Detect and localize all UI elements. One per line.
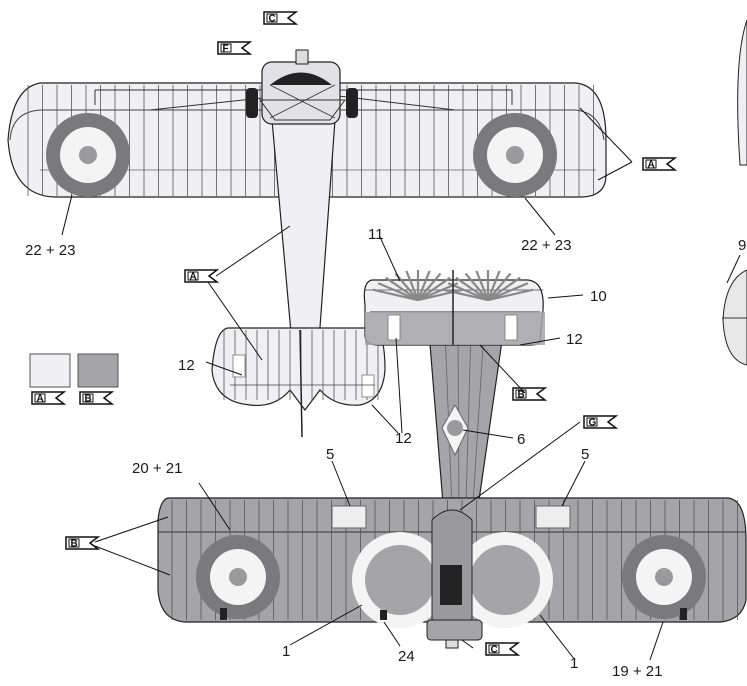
lower-right-roundel [622, 535, 706, 619]
right-wheel [346, 88, 358, 118]
svg-text:F: F [223, 44, 229, 55]
flag-c-top: C [263, 11, 299, 25]
leader-lines [61, 107, 741, 661]
top-view [7, 49, 607, 438]
callout-12-right: 12 [566, 331, 583, 348]
serial-right [535, 505, 571, 529]
callout-12-center: 12 [395, 430, 412, 447]
center-right-roundel [457, 532, 553, 628]
callout-upper-left-roundel: 22 + 23 [25, 242, 75, 259]
fuselage-top [246, 49, 358, 356]
cowling [270, 72, 332, 85]
color-legend [29, 353, 119, 388]
upper-right-roundel [473, 113, 557, 197]
svg-text:A: A [190, 272, 197, 283]
center-left-roundel [352, 532, 448, 628]
cockpit-panel [440, 565, 462, 605]
svg-text:A: A [37, 394, 44, 405]
callout-24: 24 [398, 648, 415, 665]
callout-11: 11 [368, 226, 384, 243]
upper-left-roundel [46, 113, 130, 197]
left-wheel [246, 88, 258, 118]
flag-b-legend: B [79, 391, 115, 405]
svg-text:C: C [269, 14, 276, 25]
tailplane-right [363, 270, 545, 346]
flag-b-tail: B [512, 387, 548, 401]
svg-text:B: B [518, 390, 525, 401]
callout-5-right: 5 [581, 446, 589, 463]
callout-10: 10 [590, 288, 607, 305]
callout-9: 9 [738, 237, 746, 254]
side-partial-views [722, 19, 747, 366]
flag-b-lower: B [65, 536, 101, 550]
svg-text:C: C [491, 645, 498, 656]
flag-f: F [217, 41, 253, 55]
callout-upper-right-roundel: 22 + 23 [521, 237, 571, 254]
serial-left [331, 505, 367, 529]
callout-19-21: 19 + 21 [612, 663, 662, 680]
callout-1-right: 1 [570, 655, 578, 672]
callout-flags: C F A A A B B G B C [31, 11, 678, 656]
svg-text:B: B [71, 539, 78, 550]
lower-left-roundel [196, 535, 280, 619]
svg-text:G: G [589, 418, 597, 429]
flag-a-legend: A [31, 391, 67, 405]
flag-c-bottom: C [485, 642, 521, 656]
svg-text:A: A [648, 160, 655, 171]
callout-12-left: 12 [178, 357, 195, 374]
callout-1-left: 1 [282, 643, 290, 660]
flag-a-wing: A [642, 157, 678, 171]
underside-fuselage [427, 319, 506, 529]
swatch-b [77, 353, 119, 388]
callout-6: 6 [517, 431, 525, 448]
callout-20-21: 20 + 21 [132, 460, 182, 477]
callout-5-left: 5 [326, 446, 334, 463]
flag-g: G [583, 415, 619, 429]
lower-wing-underside [157, 497, 747, 649]
svg-text:B: B [85, 394, 92, 405]
swatch-a [29, 353, 71, 388]
tailplane-top [211, 327, 386, 438]
fuselage-emblem [441, 403, 469, 457]
flag-a-fuselage: A [184, 269, 220, 283]
callout-labels: 22 + 23 22 + 23 9 11 10 12 12 12 6 20 + … [25, 226, 746, 680]
